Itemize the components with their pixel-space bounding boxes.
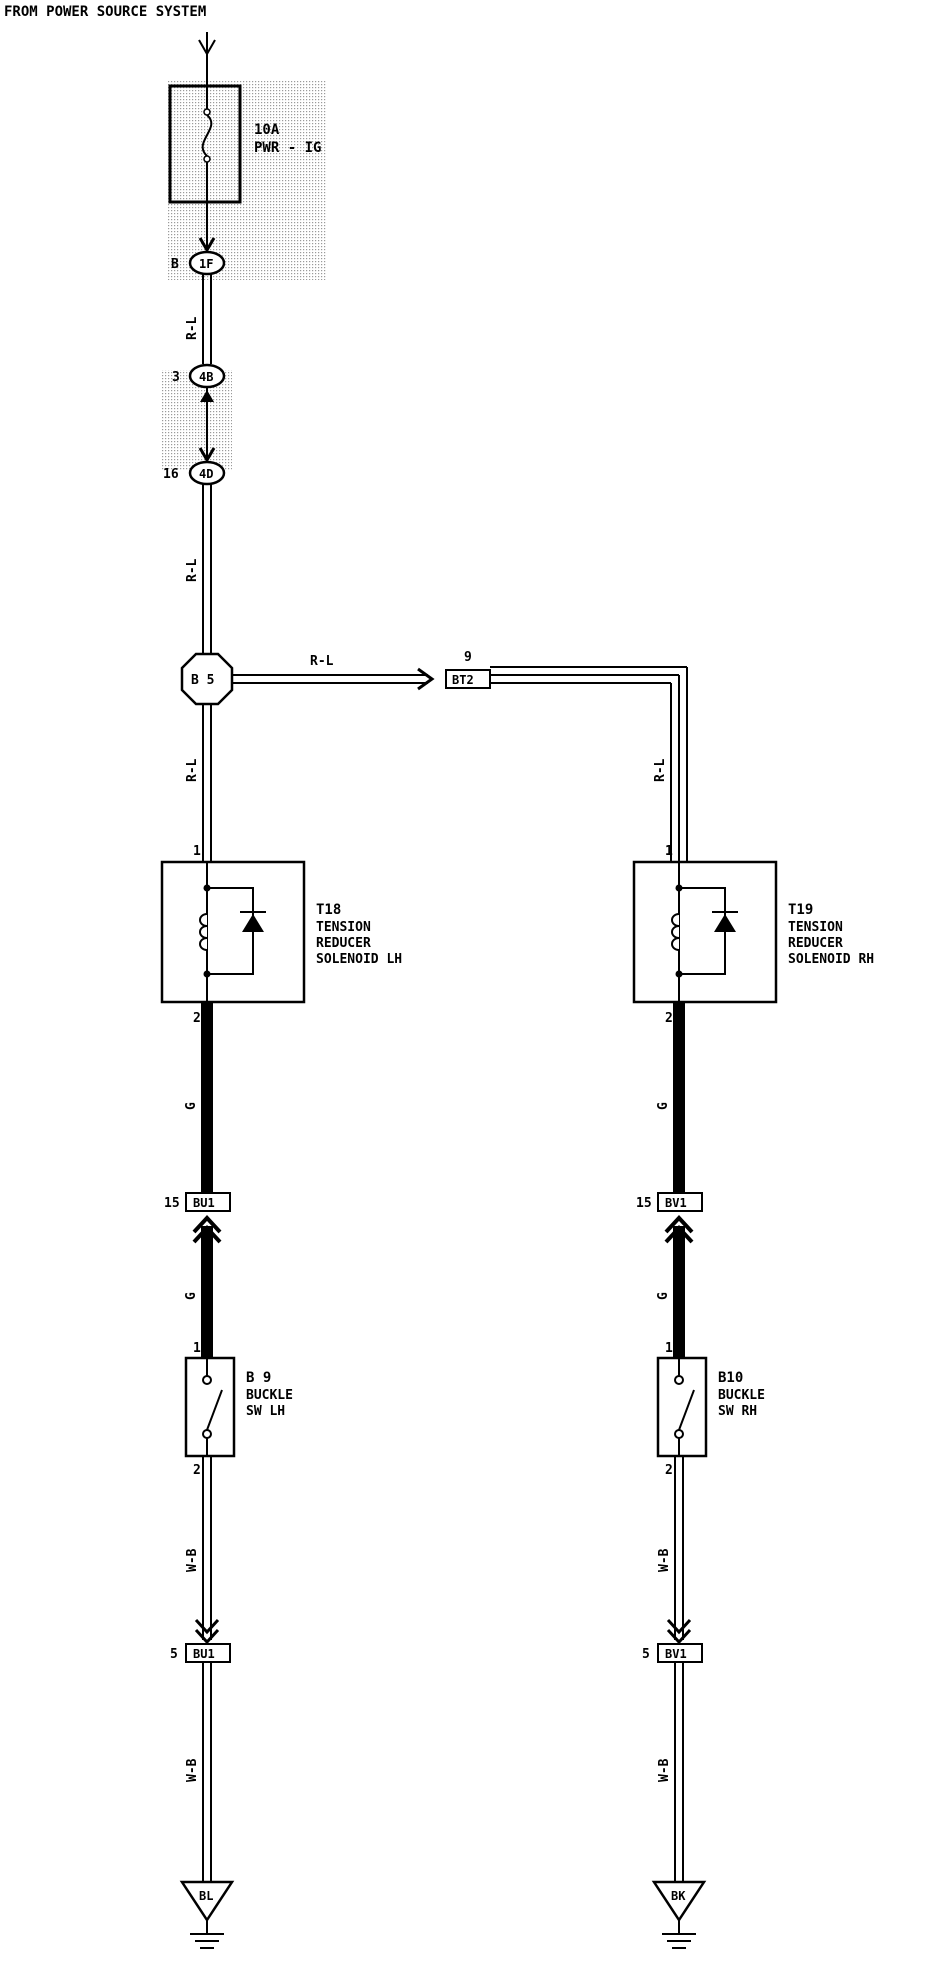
connector-bv1-top-id: BV1 xyxy=(665,1196,687,1210)
connector-mating-4b-4d xyxy=(198,387,216,463)
junction-b5-id: B 5 xyxy=(191,673,214,688)
buckle-switch-b9 xyxy=(184,1356,236,1458)
b9-pin-in: 1 xyxy=(193,1341,201,1356)
connector-bv1-bottom xyxy=(657,1643,703,1663)
wire-rl-5-label: R-L xyxy=(185,758,200,782)
t19-pin-out: 2 xyxy=(665,1011,673,1026)
ground-bl xyxy=(179,1880,235,1949)
t18-line3: SOLENOID LH xyxy=(316,952,402,967)
t18-pin-in: 1 xyxy=(193,844,201,859)
header-title: FROM POWER SOURCE SYSTEM xyxy=(4,4,206,20)
t18-line1: TENSION xyxy=(316,920,371,935)
b9-id: B 9 xyxy=(246,1370,271,1386)
b10-pin-out: 2 xyxy=(665,1463,673,1478)
fuse-10a xyxy=(168,84,242,204)
power-source-arrow xyxy=(198,32,216,90)
connector-4d xyxy=(188,460,226,486)
connector-bt2-id: BT2 xyxy=(452,673,474,687)
connector-bv1-bottom-pin: 5 xyxy=(642,1647,650,1662)
connector-bu1-top-pin: 15 xyxy=(164,1196,180,1211)
wire-rl-1 xyxy=(202,274,212,364)
connector-bv1-top xyxy=(657,1192,703,1212)
b9-pin-out: 2 xyxy=(193,1463,201,1478)
connector-bt2-pin: 9 xyxy=(464,650,472,665)
t19-line3: SOLENOID RH xyxy=(788,952,874,967)
t19-id: T19 xyxy=(788,902,813,918)
buckle-switch-b10 xyxy=(656,1356,708,1458)
wire-wb-2-label: W-B xyxy=(657,1548,672,1572)
connector-bv1-bottom-id: BV1 xyxy=(665,1647,687,1661)
connector-4d-id: 4D xyxy=(199,467,213,481)
connector-4d-pin: 16 xyxy=(163,467,179,482)
b10-line2: SW RH xyxy=(718,1404,757,1419)
wire-g-4 xyxy=(664,1215,694,1358)
wire-rl-1-label: R-L xyxy=(185,316,200,340)
t18-line2: REDUCER xyxy=(316,936,371,951)
connector-bu1-bottom-pin: 5 xyxy=(170,1647,178,1662)
t19-pin-in: 1 xyxy=(665,844,673,859)
ground-bl-label: BL xyxy=(199,1889,213,1903)
ground-bk xyxy=(651,1880,707,1949)
connector-bv1-top-pin: 15 xyxy=(636,1196,652,1211)
connector-1f-id: 1F xyxy=(199,257,213,271)
b10-pin-in: 1 xyxy=(665,1341,673,1356)
fuse-rating: 10A xyxy=(254,122,280,138)
b9-line2: SW LH xyxy=(246,1404,285,1419)
solenoid-t19 xyxy=(632,860,778,1004)
wire-rl-4-label: R-L xyxy=(653,758,668,782)
wire-wb-3 xyxy=(202,1662,212,1882)
wire-rl-2 xyxy=(202,484,212,654)
wire-g-2 xyxy=(673,1002,685,1192)
wire-wb-3-label: W-B xyxy=(185,1758,200,1782)
connector-bu1-top-id: BU1 xyxy=(193,1196,215,1210)
connector-4b-id: 4B xyxy=(199,370,213,384)
connector-1f-pin: B xyxy=(171,257,179,272)
connector-1f xyxy=(188,250,226,276)
t18-pin-out: 2 xyxy=(193,1011,201,1026)
wire-rl-3 xyxy=(232,667,435,691)
wire-rl-2-label: R-L xyxy=(185,558,200,582)
wire-wb-1-label: W-B xyxy=(185,1548,200,1572)
wire-wb-1 xyxy=(194,1456,220,1645)
wire-g-3 xyxy=(192,1215,222,1358)
connector-bu1-bottom xyxy=(185,1643,231,1663)
wire-rl-4 xyxy=(490,666,688,862)
wire-g-1-label: G xyxy=(184,1102,199,1110)
ground-bk-label: BK xyxy=(671,1889,686,1903)
t18-id: T18 xyxy=(316,902,341,918)
b10-id: B10 xyxy=(718,1370,743,1386)
wire-g-3-label: G xyxy=(184,1292,199,1300)
connector-bu1-top xyxy=(185,1192,231,1212)
t19-line1: TENSION xyxy=(788,920,843,935)
b9-line1: BUCKLE xyxy=(246,1388,293,1403)
wire-g-1 xyxy=(201,1002,213,1192)
fuse-name: PWR - IG xyxy=(254,140,321,156)
t19-line2: REDUCER xyxy=(788,936,843,951)
wire-wb-4 xyxy=(674,1662,684,1882)
solenoid-t18 xyxy=(160,860,306,1004)
connector-bt2 xyxy=(445,669,491,689)
junction-b5 xyxy=(180,652,234,706)
b10-line1: BUCKLE xyxy=(718,1388,765,1403)
wire-wb-4-label: W-B xyxy=(657,1758,672,1782)
wire-rl-5 xyxy=(202,704,212,862)
connector-4b-pin: 3 xyxy=(172,370,180,385)
connector-shading xyxy=(162,370,232,470)
connector-bu1-bottom-id: BU1 xyxy=(193,1647,215,1661)
wire-g-4-label: G xyxy=(656,1292,671,1300)
wire-rl-3-label: R-L xyxy=(310,654,334,669)
wire-wb-2 xyxy=(666,1456,692,1645)
wire-g-2-label: G xyxy=(656,1102,671,1110)
